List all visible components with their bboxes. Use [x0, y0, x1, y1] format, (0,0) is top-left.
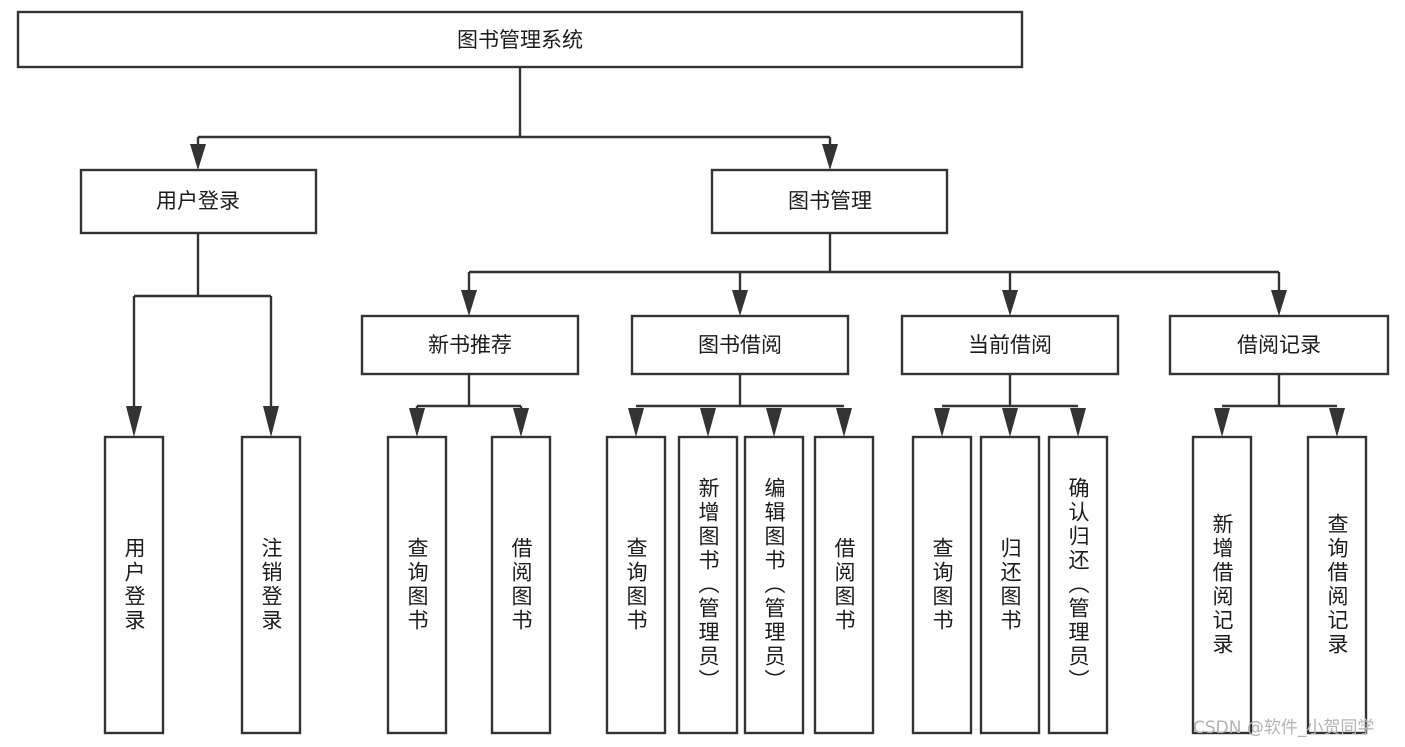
arrow-leaf-borrow-book-1-icon: [513, 408, 529, 437]
leaf-borrow-book-2-label: 借阅图书: [832, 537, 856, 633]
arrow-leaf-borrow-book-2-icon: [836, 408, 852, 437]
arrow-to-new-book-recommend-icon: [461, 290, 477, 316]
leaf-add-record-box[interactable]: [1191, 435, 1253, 735]
leaf-borrow-book-2[interactable]: 借阅图书: [813, 435, 875, 735]
leaf-borrow-book-1-box[interactable]: [490, 435, 552, 735]
arrow-leaf-confirm-return-icon: [1070, 408, 1086, 437]
leaf-confirm-return[interactable]: 确认归还（管理员）: [1047, 435, 1109, 735]
edges-current-borrow-to-leaves: [934, 374, 1086, 437]
leaf-return-book-label: 归还图书: [998, 537, 1022, 633]
leaf-query-book-2-label: 查询图书: [624, 537, 648, 633]
arrow-to-book-borrow-icon: [732, 290, 748, 316]
node-book-management-label: 图书管理: [788, 189, 872, 213]
node-root-label: 图书管理系统: [457, 28, 583, 52]
edges-user-login-to-leaves: [126, 233, 279, 437]
edges-root-to-level2: [190, 67, 838, 170]
leaf-query-record[interactable]: 查询借阅记录: [1306, 435, 1368, 735]
node-book-borrow[interactable]: 图书借阅: [630, 314, 850, 376]
node-borrow-record-box[interactable]: [1168, 314, 1390, 376]
node-new-book-recommend-label: 新书推荐: [428, 333, 512, 357]
arrow-to-current-borrow-icon: [1002, 290, 1018, 316]
arrow-to-user-login-icon: [190, 144, 206, 170]
leaf-user-login-box[interactable]: [103, 435, 165, 735]
node-new-book-recommend-box[interactable]: [360, 314, 580, 376]
leaf-add-book-label: 新增图书（管理员）: [696, 477, 720, 693]
leaf-add-book[interactable]: 新增图书（管理员）: [677, 435, 739, 735]
leaf-edit-book-label: 编辑图书（管理员）: [762, 477, 786, 693]
node-current-borrow[interactable]: 当前借阅: [900, 314, 1120, 376]
leaf-query-book-1-box[interactable]: [386, 435, 448, 735]
leaf-edit-book-box[interactable]: [743, 435, 805, 735]
leaf-query-book-3[interactable]: 查询图书: [911, 435, 973, 735]
leaf-query-record-box[interactable]: [1306, 435, 1368, 735]
leaf-user-login[interactable]: 用户登录: [103, 435, 165, 735]
node-user-login[interactable]: 用户登录: [79, 168, 318, 235]
leaf-borrow-book-2-box[interactable]: [813, 435, 875, 735]
arrow-to-borrow-record-icon: [1271, 290, 1287, 316]
arrow-to-book-management-icon: [822, 144, 838, 170]
node-book-management[interactable]: 图书管理: [710, 168, 949, 235]
arrow-leaf-add-book-icon: [700, 408, 716, 437]
arrow-leaf-edit-book-icon: [766, 408, 782, 437]
edges-new-book-recommend-to-leaves: [409, 374, 529, 437]
arrow-leaf-query-book-2-icon: [628, 408, 644, 437]
leaf-add-record[interactable]: 新增借阅记录: [1191, 435, 1253, 735]
leaf-edit-book[interactable]: 编辑图书（管理员）: [743, 435, 805, 735]
node-book-management-box[interactable]: [710, 168, 949, 235]
node-root-box[interactable]: [16, 10, 1024, 69]
node-current-borrow-label: 当前借阅: [968, 333, 1052, 357]
leaf-query-book-3-label: 查询图书: [930, 537, 954, 633]
node-user-login-label: 用户登录: [156, 189, 240, 213]
arrow-leaf-query-record-icon: [1329, 408, 1345, 437]
leaf-query-book-2-box[interactable]: [605, 435, 667, 735]
node-book-borrow-label: 图书借阅: [698, 333, 782, 357]
node-new-book-recommend[interactable]: 新书推荐: [360, 314, 580, 376]
edges-book-borrow-to-leaves: [628, 374, 852, 437]
leaf-add-book-box[interactable]: [677, 435, 739, 735]
node-current-borrow-box[interactable]: [900, 314, 1120, 376]
edges-book-management-to-level3: [461, 233, 1287, 316]
leaf-user-logout[interactable]: 注销登录: [240, 435, 302, 735]
arrow-leaf-user-login-icon: [126, 406, 142, 437]
leaf-query-book-1-label: 查询图书: [405, 537, 429, 633]
node-borrow-record-label: 借阅记录: [1237, 333, 1321, 357]
leaf-borrow-book-1-label: 借阅图书: [509, 537, 533, 633]
leaf-confirm-return-box[interactable]: [1047, 435, 1109, 735]
arrow-leaf-user-logout-icon: [263, 406, 279, 437]
node-root[interactable]: 图书管理系统: [16, 10, 1024, 69]
leaf-query-book-1[interactable]: 查询图书: [386, 435, 448, 735]
arrow-leaf-return-book-icon: [1002, 408, 1018, 437]
arrow-leaf-query-book-3-icon: [934, 408, 950, 437]
arrow-leaf-query-book-1-icon: [409, 408, 425, 437]
leaf-query-record-label: 查询借阅记录: [1325, 513, 1349, 657]
leaf-borrow-book-1[interactable]: 借阅图书: [490, 435, 552, 735]
leaf-user-logout-label: 注销登录: [259, 537, 283, 633]
node-user-login-box[interactable]: [79, 168, 318, 235]
edges-borrow-record-to-leaves: [1214, 374, 1345, 437]
leaf-user-logout-box[interactable]: [240, 435, 302, 735]
leaf-return-book[interactable]: 归还图书: [979, 435, 1041, 735]
leaf-query-book-2[interactable]: 查询图书: [605, 435, 667, 735]
node-book-borrow-box[interactable]: [630, 314, 850, 376]
leaf-return-book-box[interactable]: [979, 435, 1041, 735]
leaf-query-book-3-box[interactable]: [911, 435, 973, 735]
leaf-user-login-label: 用户登录: [122, 537, 146, 633]
arrow-leaf-add-record-icon: [1214, 408, 1230, 437]
leaf-confirm-return-label: 确认归还（管理员）: [1066, 477, 1090, 693]
leaf-add-record-label: 新增借阅记录: [1210, 513, 1234, 657]
node-borrow-record[interactable]: 借阅记录: [1168, 314, 1390, 376]
